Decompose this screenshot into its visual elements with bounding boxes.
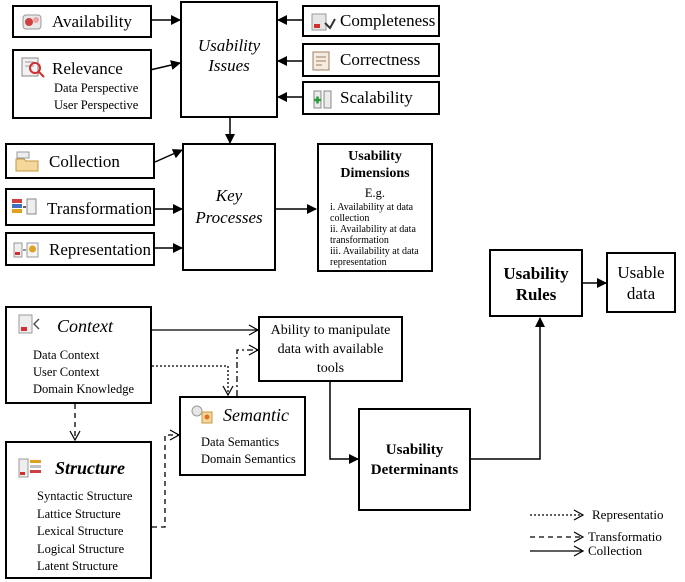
determinants-line1: Usability bbox=[385, 442, 444, 458]
determinants-line2: Determinants bbox=[370, 462, 459, 478]
legend-collection: Collection bbox=[588, 543, 643, 558]
transformation-label: Transformation bbox=[47, 199, 153, 218]
usability-issues-line1: Usability bbox=[197, 36, 261, 55]
representation-chart-icon bbox=[13, 242, 39, 258]
usability-issues-box: Usability Issues bbox=[180, 1, 278, 118]
ability-line3: tools bbox=[316, 361, 345, 376]
usable-data-line1: Usable bbox=[617, 263, 665, 282]
context-item-data: Data Context bbox=[33, 348, 100, 362]
structure-box: Structure Syntactic Structure Lattice St… bbox=[5, 441, 152, 579]
usability-issues-line2: Issues bbox=[208, 56, 250, 75]
magnifier-document-icon bbox=[21, 57, 45, 78]
correctness-icon bbox=[312, 51, 330, 71]
context-item-domain: Domain Knowledge bbox=[33, 382, 135, 396]
semantic-item-domain: Domain Semantics bbox=[201, 452, 296, 466]
usability-rules-line1: Usability bbox=[503, 264, 569, 283]
legend-transformation: Transformatio bbox=[588, 529, 662, 544]
scalability-box: Scalability bbox=[302, 81, 440, 115]
dimensions-title-line1: Usability bbox=[348, 149, 402, 164]
completeness-box: Completeness bbox=[302, 5, 440, 37]
arrow-context-to-semantic bbox=[152, 365, 234, 397]
relevance-item-data-perspective: Data Perspective bbox=[54, 81, 139, 95]
usability-rules-line2: Rules bbox=[515, 285, 557, 304]
ability-line1: Ability to manipulate bbox=[270, 323, 391, 338]
key-processes-line1: Key bbox=[215, 186, 243, 205]
usable-data-line2: data bbox=[626, 284, 656, 303]
context-icon bbox=[18, 314, 40, 334]
semantic-item-data: Data Semantics bbox=[201, 435, 280, 449]
transformation-box: Transformation bbox=[5, 188, 155, 226]
context-item-user: User Context bbox=[33, 365, 100, 379]
usability-dimensions-box: Usability Dimensions E.g. i. Availabilit… bbox=[317, 143, 433, 272]
legend-representation: Representatio bbox=[592, 507, 664, 522]
structure-item-latent: Latent Structure bbox=[37, 559, 118, 573]
arrow-semantic-to-ability bbox=[236, 344, 260, 396]
arrow-ability-to-determinants bbox=[329, 382, 359, 464]
dimensions-eg: E.g. bbox=[364, 186, 386, 200]
semantic-icon bbox=[191, 405, 213, 424]
structure-item-lexical: Lexical Structure bbox=[37, 524, 124, 538]
structure-icon bbox=[18, 458, 41, 478]
completeness-icon bbox=[311, 13, 336, 31]
ability-line2: data with available bbox=[277, 342, 384, 357]
arrow-determinants-to-rules bbox=[471, 317, 545, 460]
context-box: Context Data Context User Context Domain… bbox=[5, 306, 152, 404]
collection-folder-icon bbox=[15, 151, 39, 172]
relevance-label: Relevance bbox=[52, 59, 123, 78]
usability-rules-box: Usability Rules bbox=[489, 249, 583, 317]
representation-label: Representation bbox=[49, 240, 151, 259]
scalability-icon bbox=[313, 90, 332, 109]
ability-box: Ability to manipulate data with availabl… bbox=[258, 316, 403, 382]
availability-label: Availability bbox=[52, 12, 132, 31]
arrow-structure-to-semantic bbox=[152, 429, 181, 528]
completeness-label: Completeness bbox=[340, 11, 436, 30]
availability-icon bbox=[22, 14, 42, 30]
dimensions-item-representation: iii. Availability at data representation bbox=[330, 246, 419, 268]
representation-box: Representation bbox=[5, 232, 155, 266]
arrow-relevance bbox=[149, 60, 181, 71]
collection-box: Collection bbox=[5, 143, 155, 179]
usability-determinants-box: Usability Determinants bbox=[358, 408, 471, 511]
semantic-title: Semantic bbox=[223, 405, 289, 425]
structure-item-lattice: Lattice Structure bbox=[37, 506, 121, 521]
relevance-box: Relevance Data Perspective User Perspect… bbox=[12, 49, 152, 119]
relevance-item-user-perspective: User Perspective bbox=[54, 98, 139, 112]
key-processes-line2: Processes bbox=[195, 208, 263, 227]
collection-label: Collection bbox=[49, 152, 120, 171]
structure-item-logical: Logical Structure bbox=[37, 541, 125, 556]
transformation-icon bbox=[12, 198, 37, 215]
usable-data-box: Usable data bbox=[606, 252, 676, 313]
semantic-box: Semantic Data Semantics Domain Semantics bbox=[179, 396, 306, 476]
structure-item-syntactic: Syntactic Structure bbox=[37, 489, 133, 503]
structure-title: Structure bbox=[55, 458, 126, 478]
availability-box: Availability bbox=[12, 5, 152, 38]
dimensions-item-transformation: ii. Availability at data transformation bbox=[330, 224, 416, 246]
correctness-label: Correctness bbox=[340, 50, 421, 69]
context-title: Context bbox=[57, 316, 113, 336]
key-processes-box: Key Processes bbox=[182, 143, 276, 271]
dimensions-item-collection: i. Availability at data collection bbox=[330, 202, 414, 224]
arrow-collection bbox=[154, 149, 183, 163]
dimensions-title-line2: Dimensions bbox=[340, 166, 410, 181]
correctness-box: Correctness bbox=[302, 43, 440, 77]
scalability-label: Scalability bbox=[340, 88, 413, 107]
